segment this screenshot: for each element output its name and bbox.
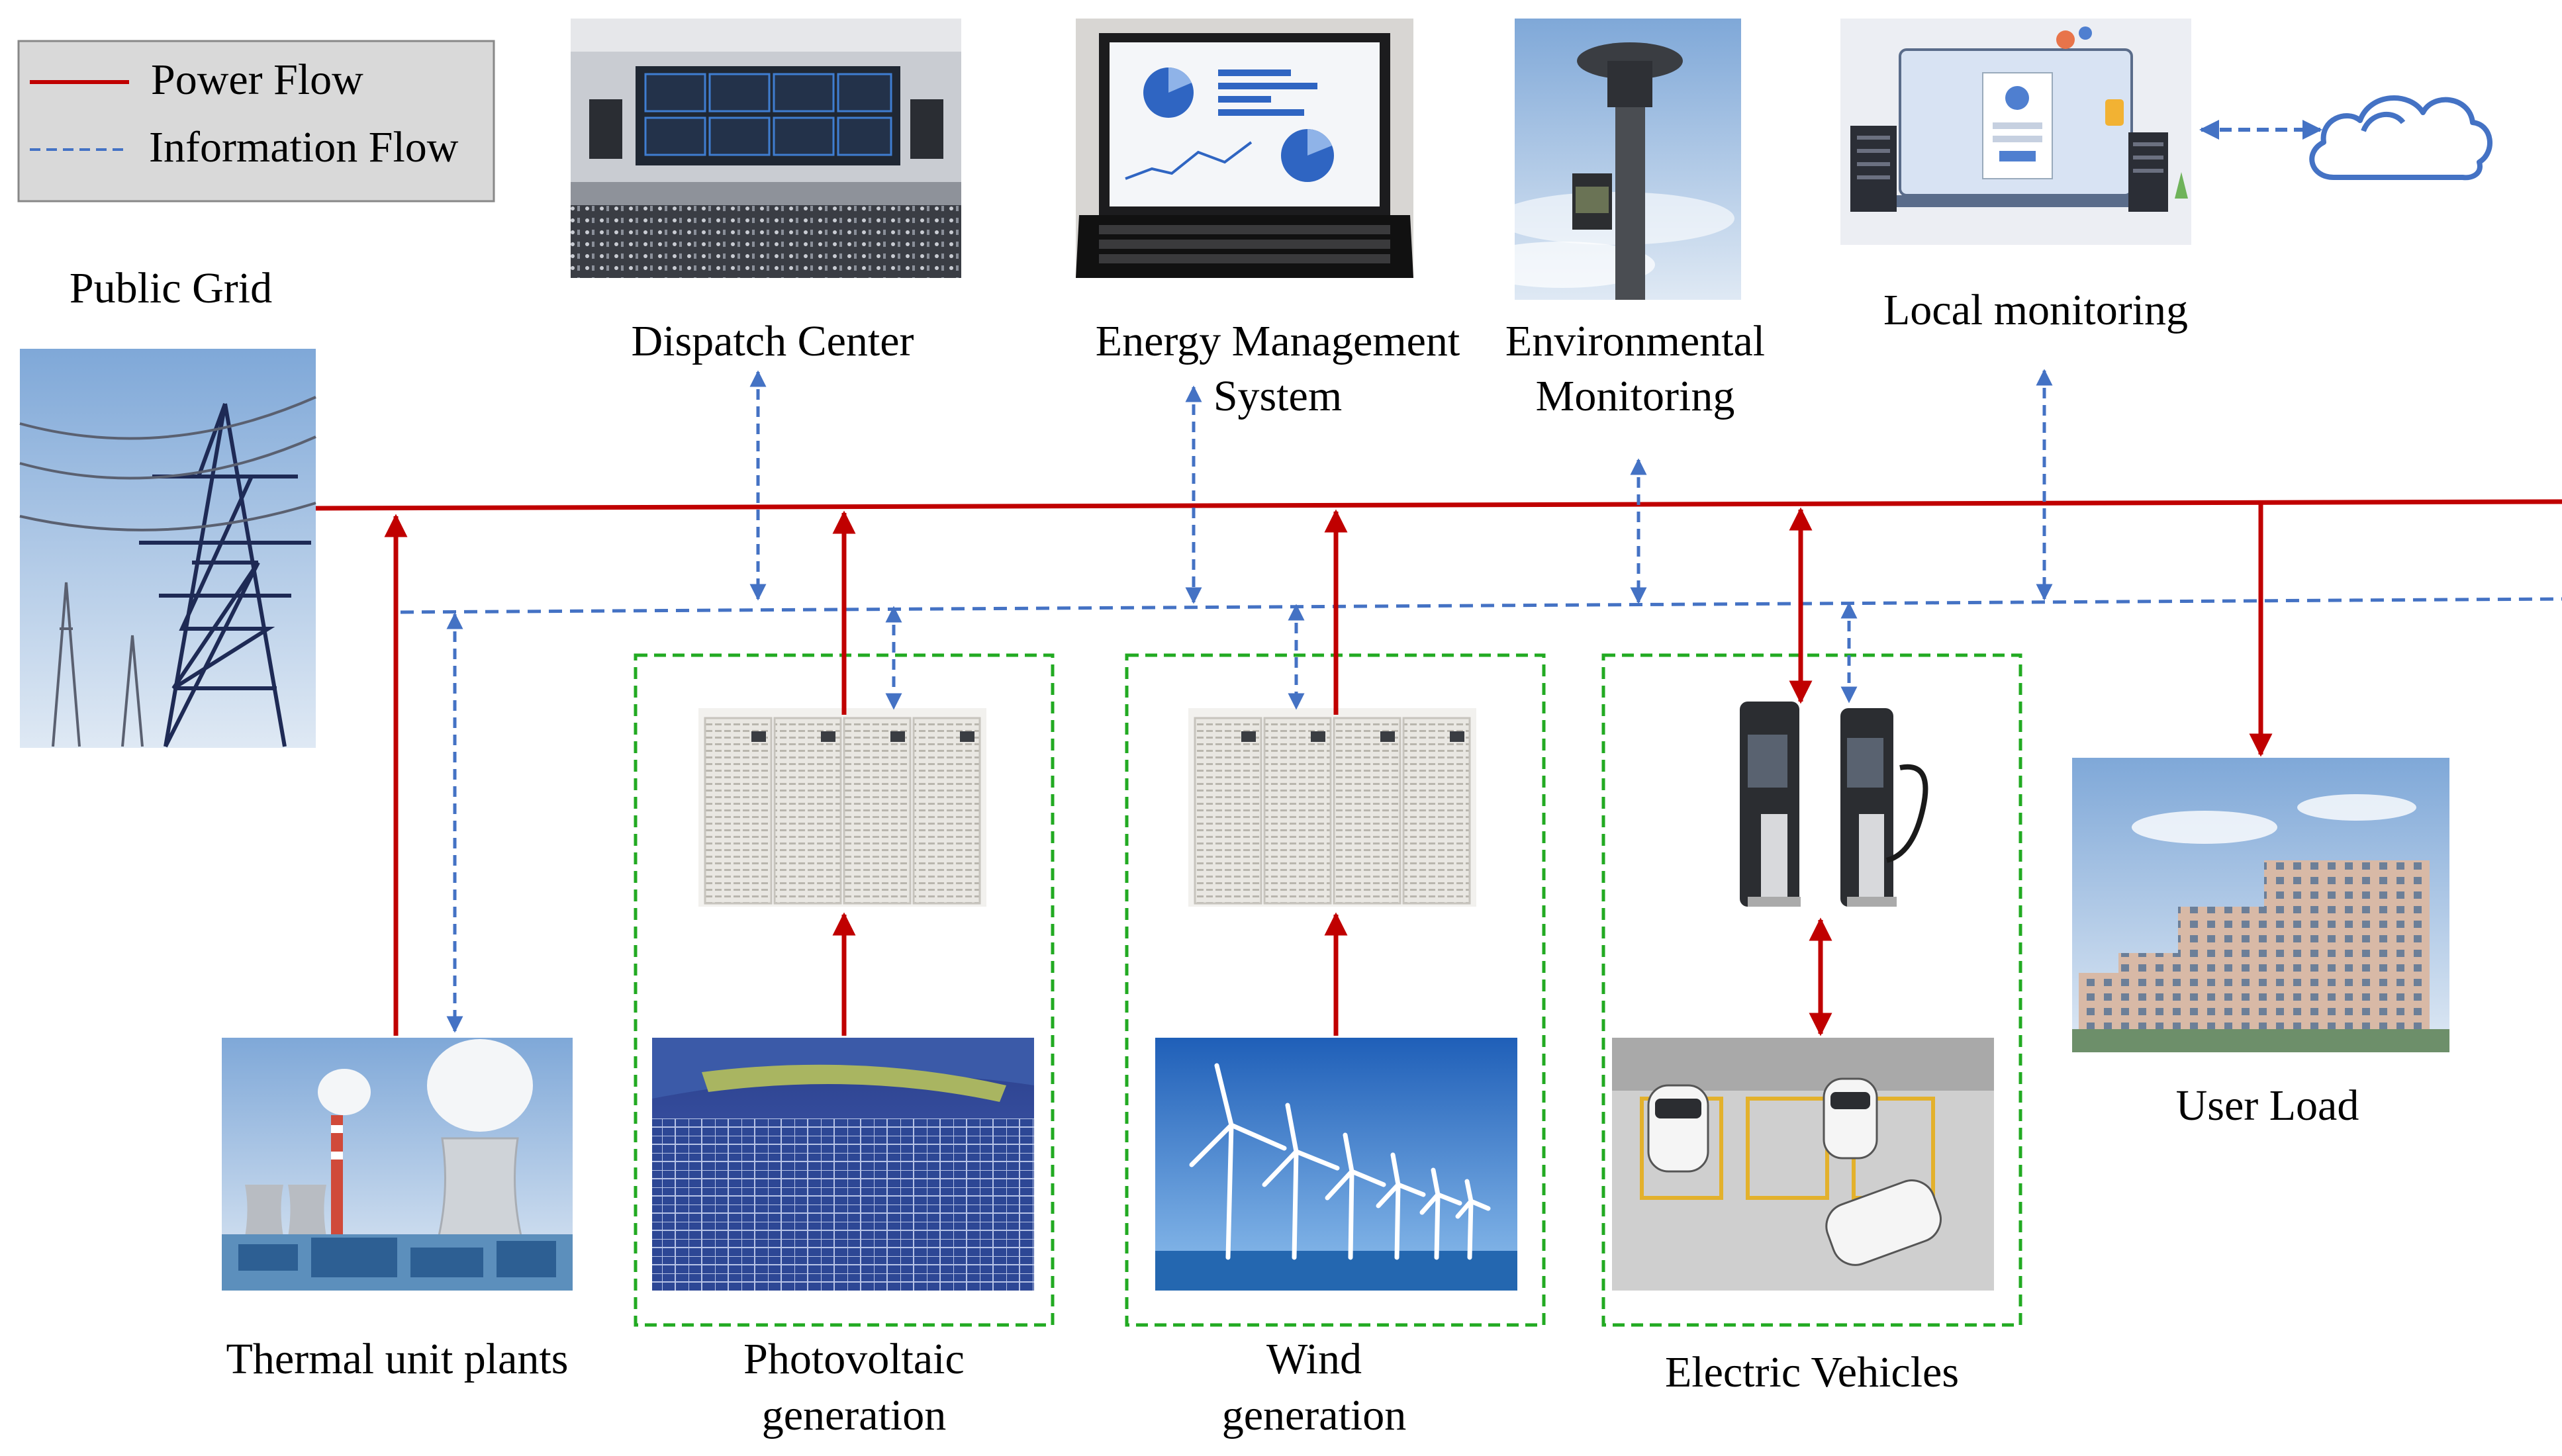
local-monitoring-label: Local monitoring	[1883, 286, 2188, 334]
power-bus-line	[315, 499, 2562, 511]
info-bus-line	[400, 597, 2562, 614]
legend: Power Flow Information Flow	[17, 40, 495, 203]
user-load-buildings-image	[2072, 758, 2449, 1052]
env-monitoring-label-line1: Environmental	[1505, 317, 1765, 365]
weather-station-image	[1470, 19, 1741, 300]
pv-label-line1: Photovoltaic	[743, 1335, 965, 1383]
ev-parking-image	[1612, 1038, 1994, 1291]
wind-turbines-image	[1155, 1038, 1517, 1291]
dispatch-center-image	[571, 19, 961, 278]
ems-laptop-image	[1076, 19, 1413, 278]
local-monitoring-image	[1840, 19, 2191, 245]
dispatch-center-label: Dispatch Center	[631, 317, 914, 365]
env-monitoring-label-line2: Monitoring	[1536, 372, 1735, 420]
ems-label-line2: System	[1213, 372, 1342, 420]
thermal-label: Thermal unit plants	[226, 1335, 569, 1383]
pv-label-line2: generation	[762, 1391, 947, 1439]
thermal-plant-image	[222, 1038, 573, 1291]
ev-charger-image	[1740, 702, 1928, 907]
wind-label-line1: Wind	[1266, 1335, 1362, 1383]
solar-panels-image	[652, 1038, 1034, 1291]
pv-inverter-image	[698, 708, 986, 907]
ev-label: Electric Vehicles	[1665, 1348, 1959, 1396]
legend-info-label: Information Flow	[149, 123, 459, 171]
public-grid-label: Public Grid	[70, 264, 272, 312]
wind-inverter-image	[1188, 708, 1476, 907]
user-load-label: User Load	[2176, 1081, 2359, 1130]
cloud-icon	[2309, 95, 2492, 181]
ems-label-line1: Energy Management	[1096, 317, 1460, 365]
legend-power-label: Power Flow	[151, 56, 363, 104]
wind-label-line2: generation	[1222, 1391, 1407, 1439]
transmission-tower-image	[19, 349, 316, 748]
